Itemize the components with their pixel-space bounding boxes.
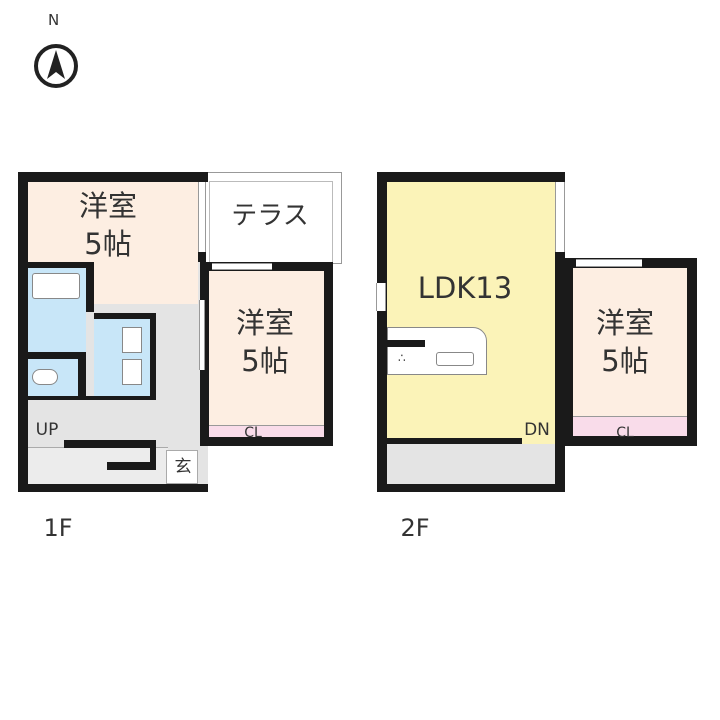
stairs-up-label: UP (35, 420, 59, 440)
door (199, 300, 205, 370)
north-arrow-icon (34, 44, 78, 88)
window (376, 283, 386, 311)
window (212, 263, 272, 270)
floor-2-label: 2F (400, 514, 430, 542)
kitchen-counter: ∴ (387, 327, 487, 375)
washroom (94, 313, 156, 398)
ldk-label: LDK13 (417, 271, 513, 305)
toilet (28, 359, 78, 397)
floor-1-label: 1F (43, 514, 73, 542)
toilet-icon (32, 369, 58, 385)
closet-1f (209, 425, 324, 437)
closet-label: CL (244, 425, 262, 441)
closet-label: CL (616, 425, 634, 441)
window (576, 259, 642, 267)
room-label: 洋室 (235, 306, 294, 340)
room-size: 5帖 (241, 344, 289, 378)
window (198, 182, 206, 252)
stove-icon: ∴ (398, 351, 406, 365)
terrace (200, 172, 342, 264)
stairs-2f (387, 444, 555, 484)
sink-icon (436, 352, 474, 366)
bathroom (28, 265, 86, 355)
entrance-label: 玄 (174, 457, 192, 477)
closet-2f (573, 416, 687, 436)
stairs-down-label: DN (524, 420, 550, 440)
room-label: 洋室 (595, 306, 654, 340)
washing-machine-icon (122, 359, 142, 385)
terrace-label: テラス (231, 201, 309, 231)
washbasin-icon (122, 327, 142, 353)
window (555, 182, 565, 252)
north-label: N (48, 11, 60, 29)
room-size: 5帖 (601, 344, 649, 378)
room-label: 洋室 (78, 189, 137, 223)
room-size: 5帖 (84, 227, 132, 261)
bathtub-icon (32, 273, 80, 299)
entrance (166, 450, 198, 484)
